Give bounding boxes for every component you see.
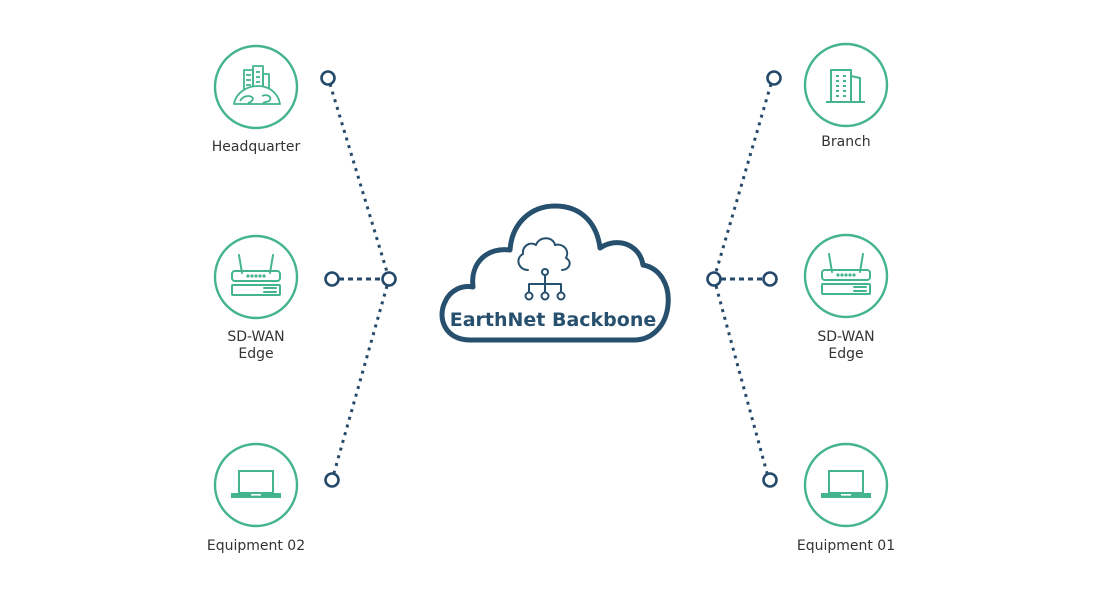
node-equipment-01[interactable]: Equipment 01 bbox=[797, 442, 895, 554]
connection-points bbox=[320, 70, 782, 488]
port-headquarter bbox=[320, 70, 336, 86]
node-label-line-2: Edge bbox=[238, 346, 273, 362]
node-headquarter[interactable]: Headquarter bbox=[212, 44, 301, 155]
node-sdwan-edge-left[interactable]: SD-WAN Edge bbox=[213, 234, 299, 362]
node-sdwan-edge-right[interactable]: SD-WAN Edge bbox=[803, 233, 889, 362]
node-label: Headquarter bbox=[212, 139, 301, 155]
link-branch bbox=[714, 83, 773, 273]
port-equipment-02 bbox=[324, 472, 340, 488]
link-equipment-02 bbox=[332, 285, 389, 474]
node-label-line-1: SD-WAN bbox=[227, 329, 284, 345]
node-label: Equipment 01 bbox=[797, 538, 895, 554]
node-circle bbox=[803, 442, 889, 528]
port-sdwan-edge-left bbox=[324, 271, 340, 287]
link-equipment-01 bbox=[714, 285, 769, 474]
node-circle bbox=[213, 442, 299, 528]
node-label-line-1: SD-WAN bbox=[817, 329, 874, 345]
office-building-icon bbox=[826, 69, 865, 103]
left-hub bbox=[381, 271, 397, 287]
cloud-outline bbox=[439, 203, 671, 343]
port-sdwan-edge-right bbox=[762, 271, 778, 287]
headquarter-building-globe-icon bbox=[233, 65, 281, 105]
port-equipment-01 bbox=[762, 472, 778, 488]
node-branch[interactable]: Branch bbox=[803, 42, 889, 150]
link-headquarter bbox=[328, 83, 389, 273]
port-branch bbox=[766, 70, 782, 86]
cloud-network-icon bbox=[517, 237, 571, 301]
node-label: Equipment 02 bbox=[207, 538, 305, 554]
right-hub bbox=[706, 271, 722, 287]
earthnet-backbone-cloud[interactable]: EarthNet Backbone bbox=[439, 203, 671, 343]
cloud-title: EarthNet Backbone bbox=[450, 309, 657, 331]
node-label-line-2: Edge bbox=[828, 346, 863, 362]
links bbox=[328, 83, 773, 474]
node-equipment-02[interactable]: Equipment 02 bbox=[207, 442, 305, 554]
node-label: Branch bbox=[821, 134, 870, 150]
